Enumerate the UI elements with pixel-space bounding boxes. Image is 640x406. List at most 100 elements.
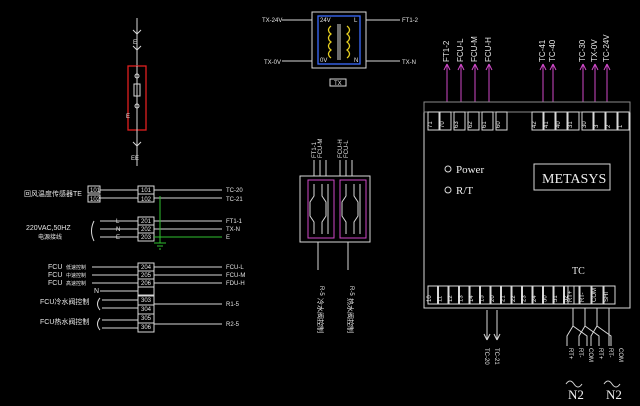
bottom-terminal: 23 — [522, 295, 528, 302]
valve-top-label-1: FT1-1 — [312, 141, 318, 158]
power-term-202: 202 — [141, 227, 152, 233]
chilled-valve-label: FCU冷水阀控制 — [40, 297, 89, 306]
power-out-ft11: FT1-1 — [226, 219, 243, 225]
top-input-label: FT1-2 — [442, 40, 451, 62]
bottom-terminal: 12 — [448, 295, 454, 302]
top-terminal: 31 — [568, 121, 574, 128]
rt-indicator-label: R/T — [456, 185, 473, 197]
temp-sensor-label: 回风温度传感器TE — [24, 189, 82, 198]
temp-out-tc21: TC-21 — [226, 197, 243, 203]
tx-tag: TX — [334, 81, 342, 87]
fcu-out-low: FCU-L — [226, 265, 244, 271]
valve-top-label-3: FCU-H — [338, 139, 344, 158]
temp-term-102-left: 102 — [90, 197, 101, 203]
valve-out-r25: R2-5 — [226, 322, 240, 328]
top-input-label: FCU-M — [470, 36, 479, 62]
tx-pin-24v: 24V — [320, 18, 331, 24]
bottom-terminal: 50 — [543, 295, 549, 302]
valve-bottom-label-2: R-5 — [348, 286, 354, 296]
top-input-label: FCU-H — [484, 37, 493, 62]
fcu-out-mid: FCU-M — [226, 273, 245, 279]
n2-bus-label: COM — [587, 348, 593, 362]
valve-out-r15: R1-5 — [226, 302, 240, 308]
power-term-201: 201 — [141, 219, 152, 225]
top-input-label: TC-41 — [538, 39, 547, 62]
top-terminal: 71 — [428, 121, 434, 128]
n2-bus-label: RT- — [607, 348, 613, 358]
bottom-terminal: 51 — [553, 295, 559, 302]
n2-label-left: N2 — [568, 387, 584, 402]
top-terminal: 40 — [556, 121, 562, 128]
power-term-203: 203 — [141, 235, 152, 241]
power-line-n: N — [116, 227, 120, 233]
valve-term-305: 305 — [141, 316, 152, 322]
tc-label: TC — [572, 266, 585, 277]
bottom-terminal: 15 — [480, 295, 486, 302]
n2-bus-label: RT- — [577, 348, 583, 358]
hot-valve-label: FCU热水阀控制 — [40, 317, 89, 326]
top-terminal: 63 — [454, 121, 460, 128]
fcu-label-mid: FCU — [48, 272, 62, 279]
brand-label: METASYS — [542, 172, 606, 187]
fcu-term-206: 206 — [141, 281, 152, 287]
fcu-term-204: 204 — [141, 265, 152, 271]
fcu-sub-low: 低速控制 — [66, 264, 86, 271]
top-input-label: TC-24V — [602, 34, 611, 62]
bottom-terminal: 52 — [564, 295, 570, 302]
top-terminal: 70 — [440, 121, 446, 128]
bottom-terminal: 24 — [532, 295, 538, 302]
temp-term-102: 102 — [141, 197, 152, 203]
bus-terminal: SHI — [604, 292, 610, 302]
bottom-terminal: 20 — [490, 295, 496, 302]
bottom-terminal: 14 — [469, 295, 475, 302]
tx-left-bottom: TX-0V — [264, 60, 281, 66]
power-out-txn: TX-N — [226, 227, 240, 233]
bottom-terminal: 21 — [501, 295, 507, 302]
sensor-top-label: E — [133, 40, 137, 46]
bus-terminal: RT+ — [568, 290, 574, 302]
top-input-label: TC-40 — [548, 39, 557, 62]
bottom-terminal: 10 — [427, 295, 433, 302]
power-label: 220VAC,50HZ — [26, 225, 71, 232]
transformer: TX-24V TX-0V 24V L 0V N FT1-2 TX-N TX — [262, 11, 419, 87]
n2-bus-label: COM — [617, 348, 623, 362]
tx-pin-n: N — [354, 58, 358, 64]
fcu-out-high: FDU-H — [226, 281, 245, 287]
valve-term-304: 304 — [141, 307, 152, 313]
bottom-terminal: 22 — [511, 295, 517, 302]
temp-out-tc20: TC-20 — [226, 188, 243, 194]
power-line-l: L — [116, 219, 120, 225]
valve-top-label-2: FCU-M — [318, 139, 324, 158]
power-indicator-label: Power — [456, 164, 484, 176]
power-sub-label: 电源接线 — [38, 233, 62, 241]
sensor-bottom-label: EE — [131, 156, 139, 162]
valve-top-label-4: FCU-L — [344, 140, 350, 158]
n2-label-right: N2 — [606, 387, 622, 402]
valve-term-306: 306 — [141, 325, 152, 331]
n2-bus-label: RT+ — [597, 348, 603, 360]
n2-bus-label: RT+ — [567, 348, 573, 360]
tx-right-top: FT1-2 — [402, 18, 419, 24]
fcu-label-low: FCU — [48, 264, 62, 271]
bottom-terminal: 13 — [459, 295, 465, 302]
valve-actuators: FT1-1 FCU-M FCU-H FCU-L R-5 R-5 冷水阀控制 热水… — [299, 139, 371, 333]
tx-pin-0v: 0V — [320, 58, 327, 64]
bus-terminal: COM — [592, 288, 598, 302]
power-line-e: E — [116, 235, 120, 241]
tx-right-bottom: TX-N — [402, 60, 416, 66]
temp-term-101: 101 — [141, 188, 152, 194]
valve-bottom-label-1: R-5 — [318, 286, 324, 296]
top-terminal: 61 — [482, 121, 488, 128]
bottom-label-tc21: TC-21 — [493, 348, 499, 365]
top-terminal: 60 — [496, 121, 502, 128]
sensor-te: E E EE — [126, 18, 147, 166]
fcu-neutral-label: N — [94, 288, 99, 295]
temp-term-101-left: 101 — [90, 188, 101, 194]
tx-pin-l: L — [354, 18, 358, 24]
valve-term-303: 303 — [141, 298, 152, 304]
top-terminal: 3 — [594, 124, 600, 128]
fcu-term-205: 205 — [141, 273, 152, 279]
fcu-label-high: FCU — [48, 280, 62, 287]
bus-terminal: RT- — [580, 292, 586, 302]
top-terminal: 62 — [468, 121, 474, 128]
